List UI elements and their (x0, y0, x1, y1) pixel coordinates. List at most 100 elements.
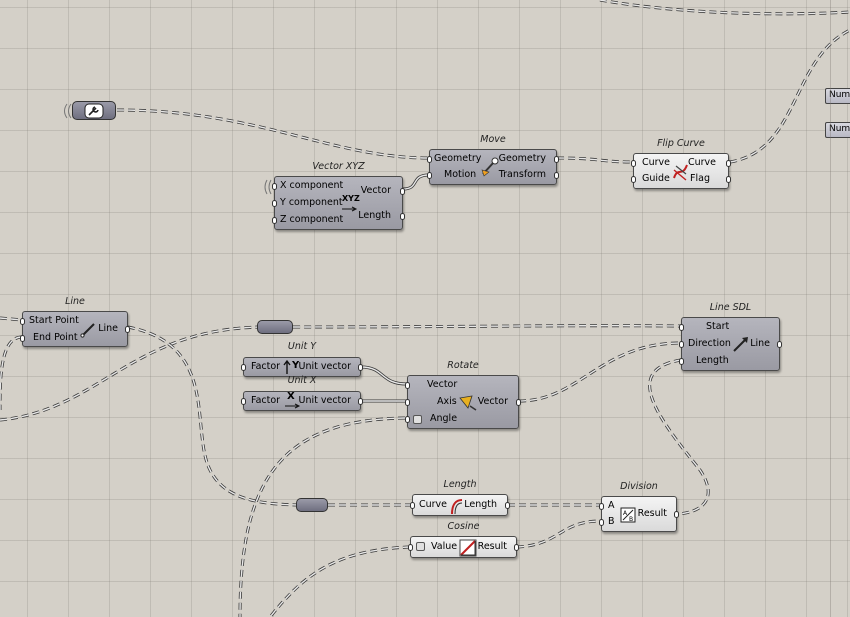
vector-xyz-component[interactable]: X component Y component Z component Vect… (272, 176, 405, 230)
flip-curve-output-curve[interactable]: Curve (687, 157, 716, 168)
cosine-icon (459, 539, 477, 557)
port[interactable] (241, 364, 246, 371)
unit-y-arrow-icon (283, 359, 291, 374)
port[interactable] (358, 364, 363, 371)
flip-curve-output-flag[interactable]: Flag (690, 173, 710, 184)
cosine-component[interactable]: Value Result (408, 536, 519, 558)
port[interactable] (20, 318, 25, 325)
relay-param[interactable] (257, 320, 293, 334)
division-input-a[interactable]: A (608, 500, 615, 511)
port[interactable] (125, 326, 130, 333)
port[interactable] (726, 160, 731, 167)
cosine-degree-toggle[interactable] (416, 542, 425, 551)
division-icon: A B (620, 507, 636, 523)
rotate-component[interactable]: Vector Axis Angle Vector (405, 375, 521, 429)
vector-xyz-input-x[interactable]: X component (280, 180, 344, 191)
vector-xyz-input-y[interactable]: Y component (280, 197, 343, 208)
move-output-transform[interactable]: Transform (498, 169, 546, 180)
port[interactable] (400, 213, 405, 220)
line-sdl-input-length[interactable]: Length (696, 355, 729, 366)
port[interactable] (408, 544, 413, 551)
port[interactable] (427, 172, 432, 179)
length-component[interactable]: Curve Length (410, 494, 510, 516)
line-input-end[interactable]: End Point (33, 332, 78, 343)
port[interactable] (241, 398, 246, 405)
port[interactable] (599, 503, 604, 510)
number-slider-edge[interactable]: Num (825, 88, 850, 104)
port[interactable] (599, 519, 604, 526)
line-output-line[interactable]: Line (98, 323, 118, 334)
line-sdl-output-line[interactable]: Line (750, 338, 770, 349)
port[interactable] (272, 200, 277, 207)
rotate-input-angle[interactable]: Angle (430, 413, 458, 424)
port[interactable] (272, 217, 277, 224)
move-output-geometry[interactable]: Geometry (498, 153, 546, 164)
wire (556, 156, 634, 164)
port[interactable] (674, 511, 679, 518)
unit-x-icon: X (287, 391, 295, 402)
move-input-geometry[interactable]: Geometry (434, 153, 482, 164)
flip-curve-input-guide[interactable]: Guide (642, 173, 670, 184)
length-output-length[interactable]: Length (464, 499, 497, 510)
port[interactable] (516, 399, 521, 406)
vector-xyz-output-length[interactable]: Length (358, 210, 391, 221)
move-input-motion[interactable]: Motion (444, 169, 477, 180)
angle-degree-toggle[interactable] (413, 415, 422, 424)
flip-curve-input-curve[interactable]: Curve (642, 157, 671, 168)
wire (116, 108, 430, 160)
port[interactable] (679, 341, 684, 348)
rotate-input-axis[interactable]: Axis (437, 396, 457, 407)
rotate-input-vector[interactable]: Vector (427, 379, 458, 390)
port[interactable] (405, 399, 410, 406)
port[interactable] (726, 176, 731, 183)
port[interactable] (272, 183, 277, 190)
port[interactable] (554, 156, 559, 163)
unit-y-component[interactable]: Factor Unit vector Y (241, 357, 363, 377)
port[interactable] (427, 156, 432, 163)
rotate-output-vector[interactable]: Vector (477, 396, 508, 407)
unit-x-output-vector[interactable]: Unit vector (298, 395, 352, 406)
port[interactable] (679, 324, 684, 331)
port[interactable] (20, 335, 25, 342)
port[interactable] (679, 358, 684, 365)
line-sdl-component[interactable]: Start Direction Length Line (679, 317, 782, 371)
port[interactable] (631, 176, 636, 183)
port[interactable] (514, 544, 519, 551)
port[interactable] (410, 502, 415, 509)
unit-y-input-factor[interactable]: Factor (251, 361, 281, 372)
move-component[interactable]: Geometry Motion Geometry Transform (427, 149, 559, 185)
number-slider-edge[interactable]: Num (825, 122, 850, 138)
division-input-b[interactable]: B (608, 516, 615, 527)
division-output-result[interactable]: Result (637, 508, 667, 519)
port[interactable] (631, 160, 636, 167)
line-sdl-input-start[interactable]: Start (706, 321, 730, 332)
port[interactable] (777, 341, 782, 348)
length-title: Length (443, 479, 477, 490)
cosine-input-value[interactable]: Value (431, 541, 458, 552)
port[interactable] (505, 502, 510, 509)
wire (268, 545, 411, 617)
flip-curve-component[interactable]: Curve Guide Curve Flag (631, 153, 731, 189)
vector-arrow-icon (342, 206, 358, 212)
vector-xyz-output-vector[interactable]: Vector (360, 185, 391, 196)
param-top[interactable] (60, 100, 120, 122)
port[interactable] (405, 382, 410, 389)
cosine-output-result[interactable]: Result (477, 541, 507, 552)
relay-param[interactable] (296, 498, 328, 512)
line-sdl-input-direction[interactable]: Direction (688, 338, 731, 349)
division-component[interactable]: A B Result A B (599, 496, 679, 532)
unit-x-title: Unit X (287, 375, 317, 386)
port[interactable] (405, 416, 410, 423)
unit-y-output-vector[interactable]: Unit vector (298, 361, 352, 372)
unit-y-icon: Y (292, 360, 300, 371)
port[interactable] (358, 398, 363, 405)
port[interactable] (400, 188, 405, 195)
wrench-icon (84, 103, 104, 119)
line-input-start[interactable]: Start Point (29, 315, 79, 326)
unit-x-input-factor[interactable]: Factor (251, 395, 281, 406)
unit-x-component[interactable]: Factor Unit vector X (241, 391, 363, 411)
length-input-curve[interactable]: Curve (419, 499, 448, 510)
line-component[interactable]: Start Point End Point Line (20, 311, 130, 347)
vector-xyz-input-z[interactable]: Z component (280, 214, 344, 225)
port[interactable] (554, 172, 559, 179)
